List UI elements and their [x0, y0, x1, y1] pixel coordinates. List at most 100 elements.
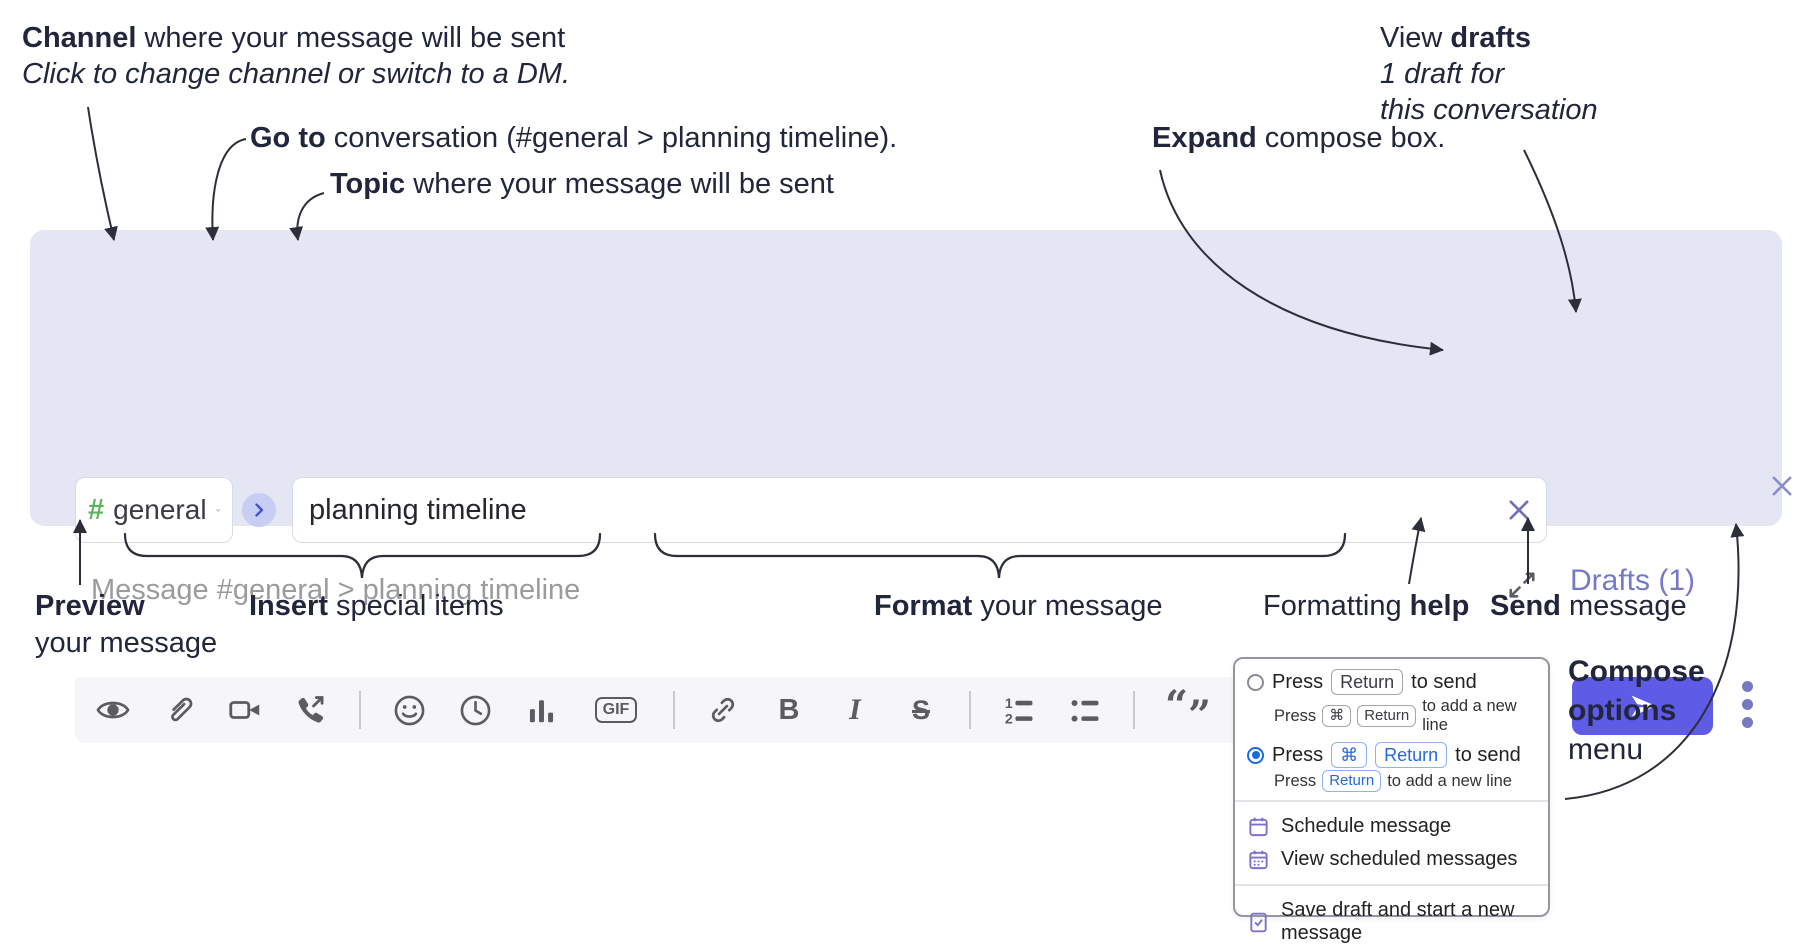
message-input[interactable] — [75, 560, 1547, 672]
save-draft-label: Save draft and start a new message — [1281, 899, 1515, 944]
link-icon[interactable] — [705, 687, 741, 733]
annotation-expand: Expand compose box. — [1152, 120, 1445, 156]
annotation-preview-line2: your message — [35, 627, 218, 659]
gif-label: GIF — [594, 697, 638, 723]
option1-sub-press: Press — [1274, 706, 1317, 725]
option1-tosend: to send — [1411, 670, 1477, 693]
annotation-send: Send message — [1490, 588, 1687, 624]
close-compose-icon[interactable] — [1768, 472, 1796, 500]
annotation-format-bold: Format — [874, 590, 973, 622]
annotation-preview: Preview your message — [35, 588, 217, 662]
return-keycap-blue: Return — [1375, 742, 1448, 768]
annotation-goto: Go to conversation (#general > planning … — [250, 120, 897, 156]
calendar-dots-icon — [1249, 850, 1268, 870]
chevron-right-icon — [255, 503, 264, 517]
clear-topic-icon[interactable] — [1504, 495, 1534, 525]
radio-selected-icon[interactable] — [1247, 746, 1264, 764]
radio-unselected-icon[interactable] — [1247, 673, 1264, 691]
option2-press: Press — [1272, 743, 1324, 766]
annotation-goto-rest: conversation (#general > planning timeli… — [325, 122, 898, 154]
italic-icon[interactable]: I — [837, 687, 873, 733]
calendar-icon — [1249, 817, 1268, 837]
annotation-fmthelp-bold: help — [1409, 590, 1470, 622]
view-scheduled-label: View scheduled messages — [1281, 848, 1518, 870]
toolbar-divider — [969, 691, 971, 729]
annotation-insert-rest: special items — [327, 590, 504, 622]
annotation-formatting-help: Formatting help — [1263, 588, 1469, 624]
topic-input-box — [292, 477, 1547, 543]
compose-options-popup: Press Return to send Press ⌘ Return to a… — [1233, 657, 1550, 944]
gif-icon[interactable]: GIF — [589, 687, 643, 733]
annotation-goto-bold: Go to — [250, 122, 326, 154]
video-call-icon[interactable] — [227, 687, 263, 733]
annotation-drafts-bold: drafts — [1450, 22, 1531, 54]
connector-channel — [87, 106, 118, 241]
annotation-drafts-line3: this conversation — [1380, 94, 1598, 126]
annotation-channel-sub: Click to change channel or switch to a D… — [22, 58, 571, 90]
toolbar-divider — [359, 691, 361, 729]
quote-icon[interactable]: “” — [1164, 682, 1212, 739]
popup-divider — [1235, 800, 1548, 802]
option2-subtext: Press Return to add a new line — [1274, 770, 1536, 792]
channel-hash-icon: # — [88, 493, 105, 526]
cmd-keycap-blue: ⌘ — [1331, 742, 1368, 768]
topic-input[interactable] — [293, 493, 1504, 527]
annotation-drafts-line2: 1 draft for — [1380, 58, 1505, 90]
return-keycap: Return — [1357, 705, 1417, 727]
menu-item-view-scheduled[interactable]: View scheduled messages — [1247, 843, 1536, 876]
return-keycap-blue: Return — [1322, 770, 1382, 792]
toolbar-divider — [673, 691, 675, 729]
annotation-drafts-pre: View — [1380, 22, 1451, 54]
annotation-channel-bold: Channel — [22, 22, 137, 54]
annotation-preview-bold: Preview — [35, 590, 145, 622]
option1-press: Press — [1272, 670, 1324, 693]
channel-name: general — [113, 494, 207, 525]
compose-options-menu-button[interactable] — [1742, 681, 1753, 728]
annotation-topic-bold: Topic — [330, 168, 406, 200]
menu-item-save-draft[interactable]: Save draft and start a new message — [1247, 894, 1536, 944]
annotation-channel-rest: where your message will be sent — [136, 22, 566, 54]
go-to-conversation-button[interactable] — [242, 493, 276, 527]
annotation-expand-bold: Expand — [1152, 122, 1257, 154]
toolbar-divider — [1133, 691, 1135, 729]
annotation-compose-line3: menu — [1568, 733, 1644, 766]
popup-divider — [1235, 884, 1548, 886]
poll-icon[interactable] — [523, 687, 559, 733]
svg-text:1: 1 — [1005, 696, 1013, 712]
connector-goto — [205, 138, 247, 241]
annotation-insert-bold: Insert — [249, 590, 328, 622]
strikethrough-icon[interactable]: S — [903, 687, 939, 733]
channel-selector[interactable]: # general — [75, 477, 233, 543]
draft-check-icon — [1250, 912, 1267, 932]
annotation-fmthelp-pre: Formatting — [1263, 590, 1410, 622]
return-keycap: Return — [1331, 669, 1404, 695]
option2-sub-rest: to add a new line — [1387, 771, 1512, 790]
strike-label: S — [911, 694, 930, 725]
svg-text:2: 2 — [1005, 711, 1013, 727]
bold-icon[interactable]: B — [771, 687, 807, 733]
compose-box-panel: # general — [30, 230, 1792, 743]
emoji-icon[interactable] — [391, 687, 427, 733]
annotation-send-bold: Send — [1490, 590, 1561, 622]
attach-file-icon[interactable] — [161, 687, 197, 733]
annotation-format: Format your message — [874, 588, 1163, 624]
option2-tosend: to send — [1455, 743, 1521, 766]
annotation-compose-line1: Compose — [1568, 655, 1705, 688]
bold-label: B — [778, 693, 800, 726]
option1-sub-rest: to add a new line — [1422, 697, 1517, 734]
italic-label: I — [849, 693, 861, 726]
annotation-compose-options: Compose options menu — [1568, 652, 1705, 769]
option-return-to-send[interactable]: Press Return to send — [1247, 669, 1536, 695]
annotation-topic: Topic where your message will be sent — [330, 166, 834, 202]
voice-call-icon[interactable] — [293, 687, 329, 733]
quote-open-glyph: “ — [1164, 682, 1188, 729]
annotation-channel: Channel where your message will be sent … — [22, 20, 570, 92]
preview-eye-icon[interactable] — [95, 687, 131, 733]
menu-item-schedule-message[interactable]: Schedule message — [1247, 810, 1536, 843]
bulleted-list-icon[interactable] — [1067, 687, 1103, 733]
option-cmd-return-to-send[interactable]: Press ⌘ Return to send — [1247, 742, 1536, 768]
annotation-expand-rest: compose box. — [1256, 122, 1446, 154]
global-time-icon[interactable] — [457, 687, 493, 733]
